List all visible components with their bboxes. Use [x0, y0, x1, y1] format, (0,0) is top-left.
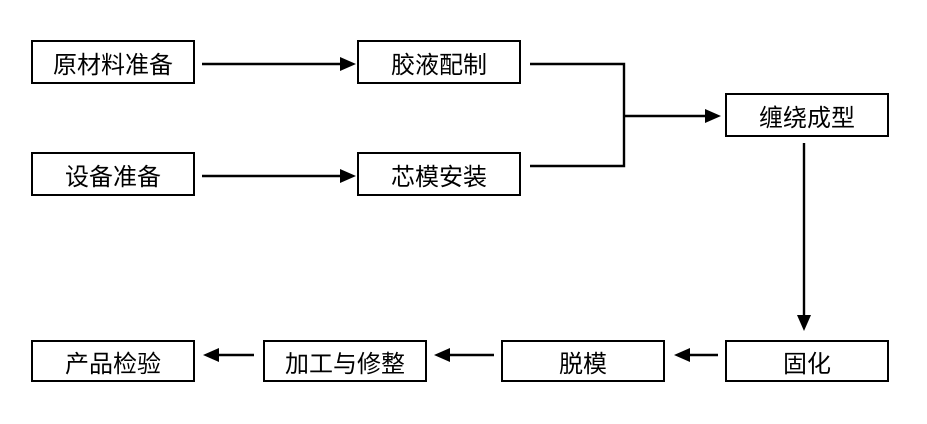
arrowhead-mandrel: [340, 169, 356, 183]
arrowhead-inspection: [203, 348, 219, 362]
node-machining: 加工与修整: [263, 340, 427, 382]
arrowhead-winding: [705, 109, 721, 123]
node-curing-label: 固化: [783, 349, 831, 378]
node-mandrel-label: 芯模安装: [391, 162, 487, 191]
node-raw-materials: 原材料准备: [31, 40, 195, 84]
node-curing: 固化: [725, 340, 889, 382]
arrowhead-glue-prep: [340, 57, 356, 71]
node-demolding: 脱模: [501, 340, 665, 382]
node-winding-label: 缠绕成型: [759, 103, 855, 132]
node-glue-prep: 胶液配制: [357, 40, 521, 84]
arrowhead-curing: [797, 315, 811, 331]
node-raw-materials-label: 原材料准备: [53, 50, 173, 79]
node-inspection-label: 产品检验: [65, 349, 161, 378]
arrowhead-machining: [434, 348, 450, 362]
node-winding: 缠绕成型: [725, 93, 889, 137]
node-equipment-label: 设备准备: [65, 162, 161, 191]
node-mandrel: 芯模安装: [357, 152, 521, 196]
node-machining-label: 加工与修整: [285, 349, 405, 378]
edge-glue-prep-to-winding: [530, 62, 626, 168]
node-demolding-label: 脱模: [559, 349, 607, 378]
arrowhead-demolding: [674, 348, 690, 362]
node-equipment: 设备准备: [31, 152, 195, 196]
node-glue-prep-label: 胶液配制: [391, 50, 487, 79]
node-inspection: 产品检验: [31, 340, 195, 382]
